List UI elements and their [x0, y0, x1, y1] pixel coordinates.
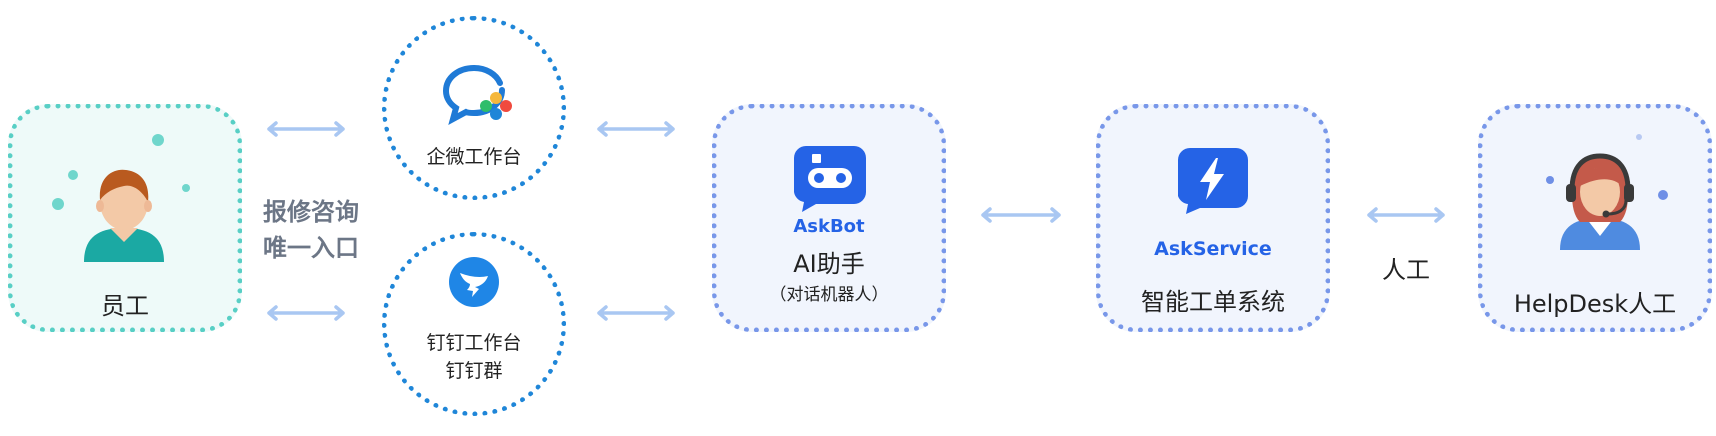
decor-dot [1636, 134, 1642, 140]
wecom-logo-icon [442, 65, 512, 125]
askbot-robot-icon [794, 146, 866, 212]
decor-dot [182, 184, 190, 192]
askbot-title: AI助手 [793, 250, 865, 278]
arrow-dingtalk-askbot [597, 305, 675, 321]
employee-node [8, 104, 242, 332]
askbot-brand: AskBot [793, 216, 865, 237]
askbot-subtitle: （对话机器人） [769, 285, 889, 305]
dingtalk-line2: 钉钉群 [445, 360, 503, 382]
dingtalk-line1: 钉钉工作台 [426, 332, 522, 354]
arrow-askservice-helpdesk [1367, 207, 1445, 223]
askservice-title: 智能工单系统 [1141, 288, 1285, 316]
decor-dot [52, 198, 64, 210]
decor-dot [1658, 190, 1668, 200]
entry-note-line2: 唯一入口 [263, 234, 359, 262]
askservice-brand: AskService [1154, 238, 1272, 260]
employee-label: 员工 [101, 292, 149, 320]
headset-agent-icon [1560, 153, 1640, 250]
arrow-askbot-askservice [981, 207, 1061, 223]
manual-label: 人工 [1382, 256, 1430, 284]
lightning-icon [1178, 148, 1248, 214]
arrow-employee-dingtalk [267, 305, 345, 321]
decor-dot [1546, 176, 1554, 184]
decor-dot [68, 170, 78, 180]
wecom-node [382, 16, 566, 200]
entry-note-line1: 报修咨询 [263, 198, 359, 226]
decor-dot [152, 134, 164, 146]
askservice-node [1096, 104, 1330, 332]
arrow-wecom-askbot [597, 121, 675, 137]
askbot-node [712, 104, 946, 332]
dingtalk-logo-icon [449, 257, 499, 307]
helpdesk-label: HelpDesk人工 [1513, 290, 1677, 318]
employee-avatar-icon [84, 169, 164, 262]
arrow-employee-wecom [267, 121, 345, 137]
wecom-label: 企微工作台 [426, 146, 522, 168]
